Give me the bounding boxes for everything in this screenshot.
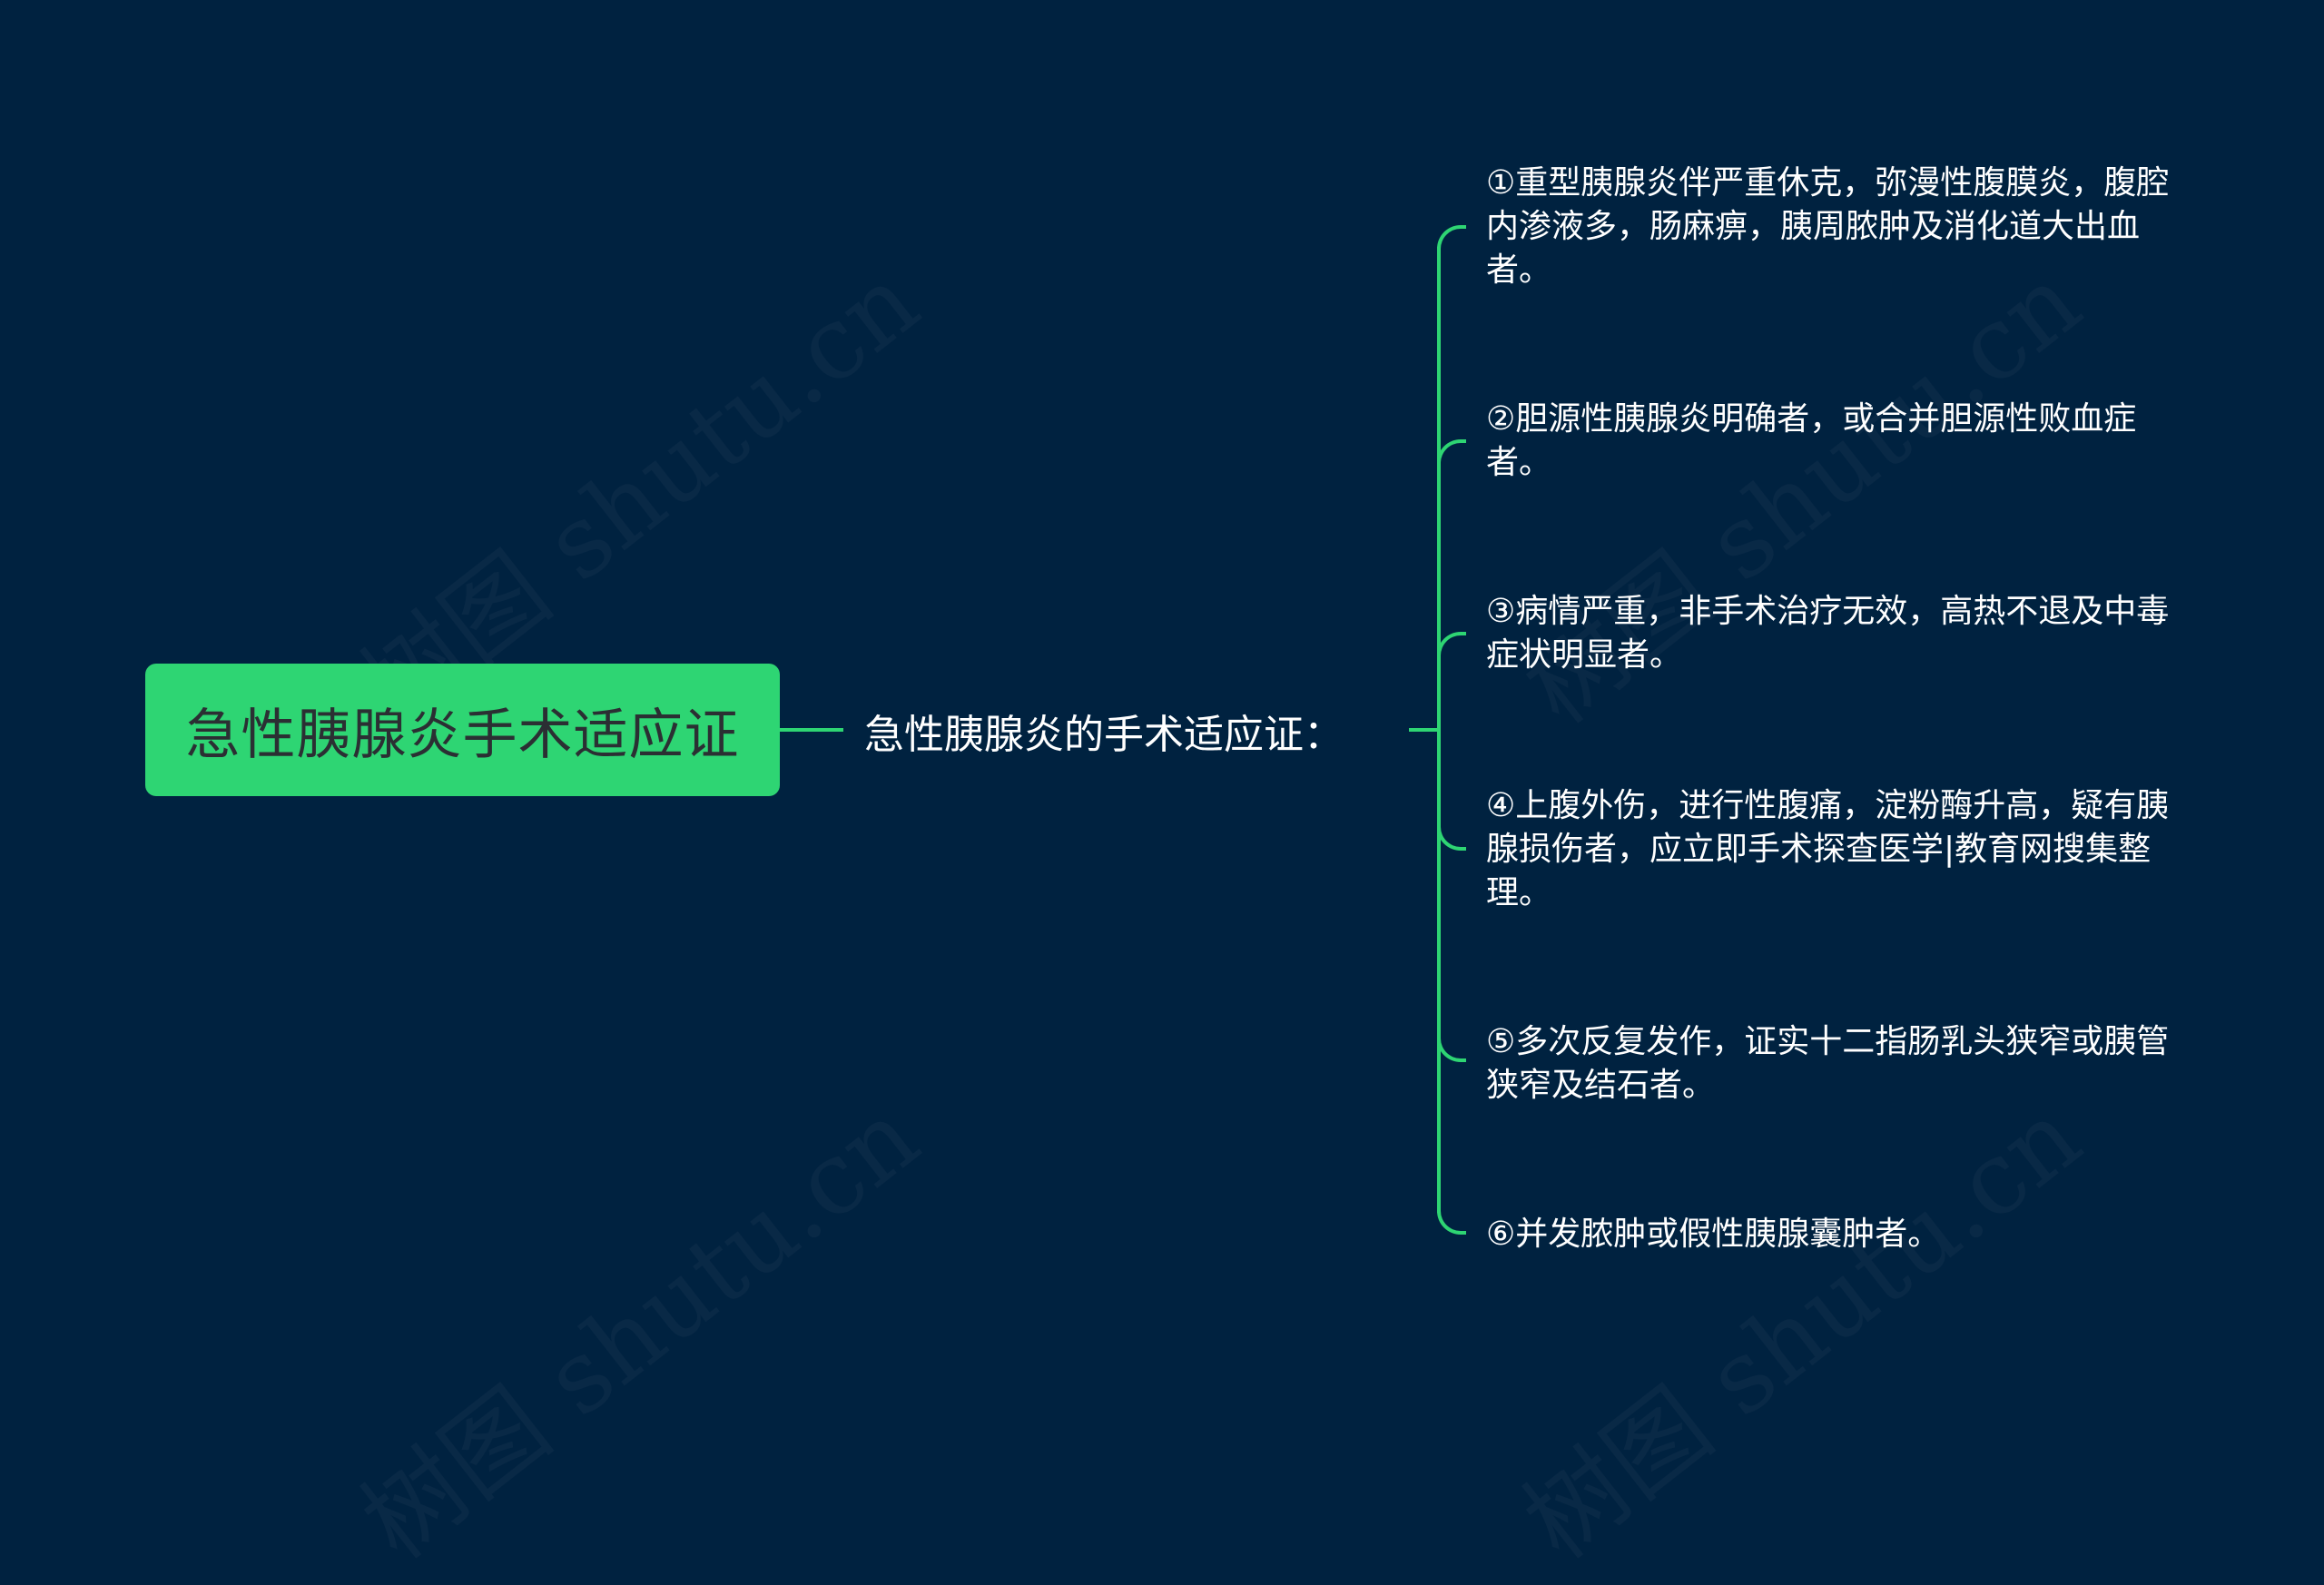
branch-connector <box>1437 1037 1466 1062</box>
leaf-node-6[interactable]: ⑥并发脓肿或假性胰腺囊肿者。 <box>1486 1213 2176 1256</box>
leaf-node-label: ②胆源性胰腺炎明确者，或合并胆源性败血症者。 <box>1486 400 2137 481</box>
leaf-node-3[interactable]: ③病情严重，非手术治疗无效，高热不退及中毒症状明显者。 <box>1486 590 2176 677</box>
root-node-label: 急性胰腺炎手术适应证 <box>185 703 740 767</box>
sub-node[interactable]: 急性胰腺炎的手术适应证： <box>864 699 1344 763</box>
sub-connector <box>1409 728 1437 732</box>
watermark: 树图 shutu.cn <box>1489 1059 2104 1585</box>
branch-connector <box>1437 632 1466 657</box>
root-connector <box>780 728 843 732</box>
leaf-node-2[interactable]: ②胆源性胰腺炎明确者，或合并胆源性败血症者。 <box>1486 398 2176 485</box>
root-node[interactable]: 急性胰腺炎手术适应证 <box>145 664 780 796</box>
branch-connector <box>1437 825 1466 851</box>
leaf-node-label: ④上腹外伤，进行性腹痛，淀粉酶升高，疑有胰腺损伤者，应立即手术探查医学|教育网搜… <box>1486 787 2170 911</box>
branch-connector <box>1437 439 1466 465</box>
branch-connector <box>1437 1209 1466 1235</box>
leaf-node-4[interactable]: ④上腹外伤，进行性腹痛，淀粉酶升高，疑有胰腺损伤者，应立即手术探查医学|教育网搜… <box>1486 784 2176 915</box>
branch-connector <box>1437 225 1466 251</box>
sub-node-label: 急性胰腺炎的手术适应证： <box>864 712 1344 758</box>
leaf-node-1[interactable]: ①重型胰腺炎伴严重休克，弥漫性腹膜炎，腹腔内渗液多，肠麻痹，胰周脓肿及消化道大出… <box>1486 162 2176 292</box>
bracket-spine <box>1437 247 1441 1213</box>
leaf-node-label: ①重型胰腺炎伴严重休克，弥漫性腹膜炎，腹腔内渗液多，肠麻痹，胰周脓肿及消化道大出… <box>1486 164 2170 289</box>
watermark: 树图 shutu.cn <box>327 1059 942 1585</box>
leaf-node-label: ⑤多次反复发作，证实十二指肠乳头狭窄或胰管狭窄及结石者。 <box>1486 1023 2170 1104</box>
leaf-node-label: ③病情严重，非手术治疗无效，高热不退及中毒症状明显者。 <box>1486 593 2170 674</box>
leaf-node-5[interactable]: ⑤多次反复发作，证实十二指肠乳头狭窄或胰管狭窄及结石者。 <box>1486 1020 2176 1108</box>
leaf-node-label: ⑥并发脓肿或假性胰腺囊肿者。 <box>1486 1216 1941 1253</box>
